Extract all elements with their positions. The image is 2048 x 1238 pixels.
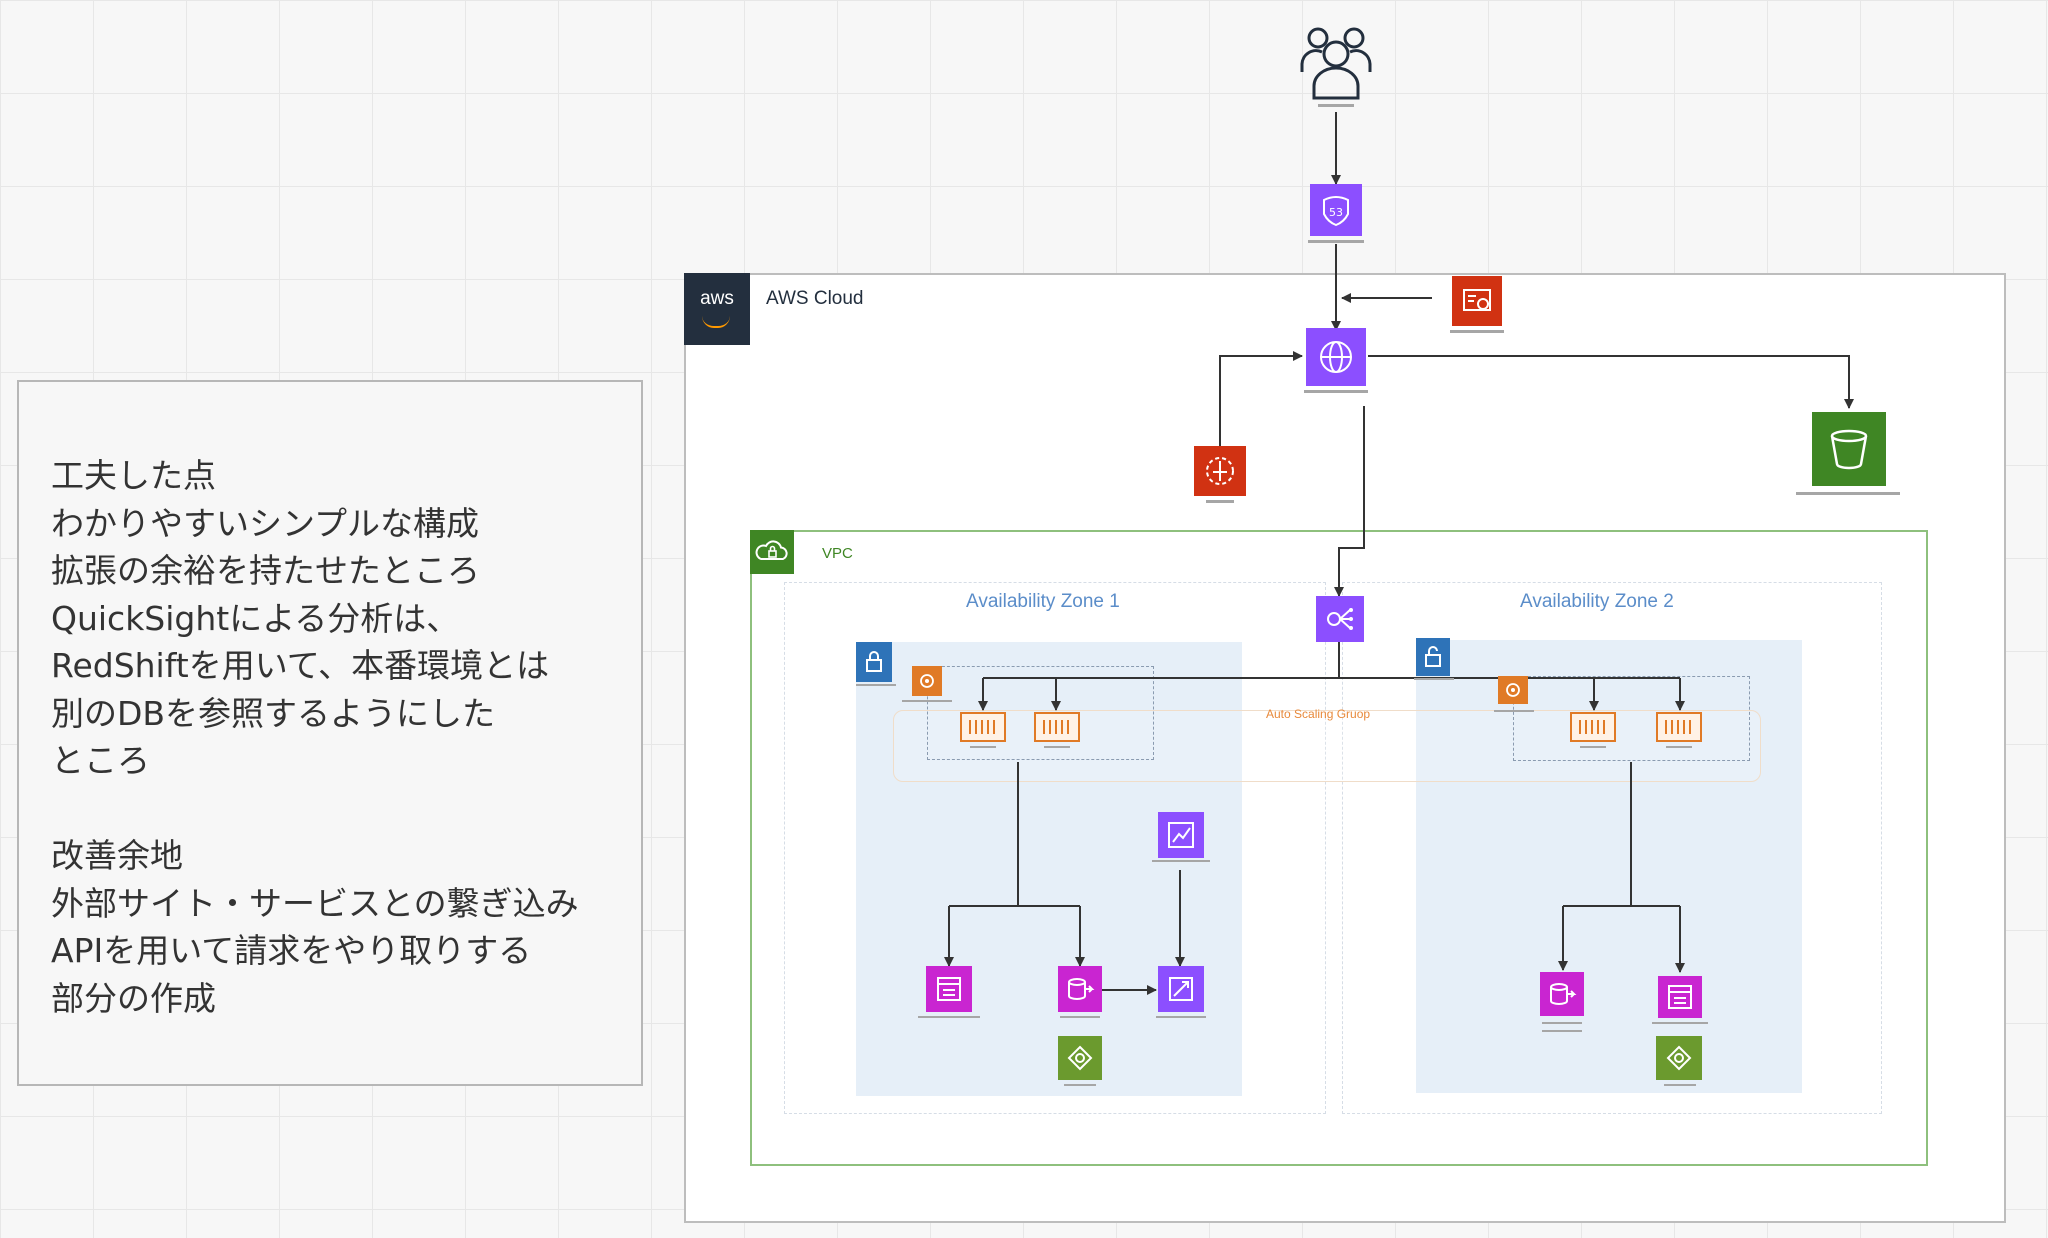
auto-scaling-underline — [902, 700, 952, 702]
s3-underline — [1796, 492, 1900, 495]
rds-proxy-underline — [1542, 1022, 1582, 1024]
asg-target-az2 — [1513, 676, 1750, 761]
cloudfront-underline — [1304, 390, 1368, 393]
note-line: わかりやすいシンプルな構成 — [51, 503, 480, 543]
note-line: 部分の作成 — [51, 978, 216, 1018]
ec2-icon — [960, 712, 1006, 742]
svg-text:53: 53 — [1329, 206, 1343, 219]
az2-label: Availability Zone 2 — [1520, 591, 1674, 612]
private-subnet-lock-icon — [856, 642, 892, 682]
ec2-icon — [1570, 712, 1616, 742]
auto-scaling-icon — [1498, 676, 1528, 704]
rds-underline — [1652, 1022, 1708, 1024]
ec2-icon — [1656, 712, 1702, 742]
rds-icon — [926, 966, 972, 1012]
public-subnet-underline — [1414, 678, 1454, 680]
ec2-underline — [1044, 746, 1070, 748]
certificate-manager-icon — [1452, 276, 1502, 326]
note-line: APIを用いて請求をやり取りする — [51, 931, 532, 970]
auto-scaling-icon — [912, 666, 942, 696]
ec2-icon — [1034, 712, 1080, 742]
rds-proxy-underline — [1060, 1016, 1100, 1018]
notes-text: 工夫した点 わかりやすいシンプルな構成 拡張の余裕を持たせたところ QuickS… — [51, 452, 579, 1022]
private-subnet-underline — [856, 684, 896, 686]
route53-icon: 53 — [1310, 184, 1362, 236]
note-line: 改善余地 — [51, 836, 183, 875]
public-subnet-icon — [1416, 638, 1450, 676]
waf-icon — [1194, 446, 1246, 496]
redshift-icon — [1158, 966, 1204, 1012]
load-balancer-icon — [1316, 596, 1364, 642]
note-line: QuickSightによる分析は、 — [51, 598, 460, 638]
quicksight-icon — [1158, 812, 1204, 858]
ec2-underline — [1580, 746, 1606, 748]
acm-underline — [1450, 330, 1504, 333]
note-line: 拡張の余裕を持たせたところ — [51, 551, 480, 590]
aws-smile-mark — [702, 316, 730, 328]
availability-zone-1 — [784, 582, 1326, 1114]
vpc-group — [750, 530, 1928, 1166]
rds-proxy-icon — [1540, 972, 1584, 1016]
redshift-underline — [1156, 1016, 1206, 1018]
note-line: 外部サイト・サービスとの繋ぎ込み — [51, 883, 579, 923]
vpc-label: VPC — [822, 545, 853, 562]
users-icon — [1292, 22, 1380, 100]
notes-box: 工夫した点 わかりやすいシンプルな構成 拡張の余裕を持たせたところ QuickS… — [17, 380, 643, 1086]
note-line: 別のDBを参照するようにした — [51, 693, 496, 733]
rds-proxy-underline — [1542, 1030, 1582, 1032]
rds-underline — [918, 1016, 980, 1018]
aws-cloud-label: AWS Cloud — [766, 288, 864, 309]
route53-underline — [1308, 240, 1364, 243]
note-line: RedShiftを用いて、本番環境とは — [51, 646, 550, 685]
elasticache-icon — [1656, 1036, 1702, 1080]
note-line: ところ — [51, 741, 150, 780]
ec2-underline — [970, 746, 996, 748]
quicksight-underline — [1152, 860, 1210, 862]
elasticache-underline — [1064, 1084, 1096, 1086]
auto-scaling-underline — [1494, 710, 1534, 712]
aws-logo: aws — [684, 273, 750, 345]
note-line: 工夫した点 — [51, 456, 216, 495]
asg-target-az1 — [927, 666, 1154, 760]
auto-scaling-group-label: Auto Scaling Gruop — [1266, 707, 1371, 721]
s3-bucket-icon — [1812, 412, 1886, 486]
az1-label: Availability Zone 1 — [966, 591, 1120, 612]
availability-zone-2 — [1342, 582, 1882, 1114]
aws-logo-text: aws — [700, 288, 734, 309]
elasticache-underline — [1664, 1084, 1696, 1086]
vpc-cloud-icon — [750, 530, 794, 574]
waf-underline — [1206, 500, 1234, 503]
rds-proxy-icon — [1058, 966, 1102, 1012]
cloudfront-icon — [1306, 328, 1366, 386]
users-underline — [1318, 104, 1354, 107]
rds-icon — [1658, 976, 1702, 1018]
ec2-underline — [1666, 746, 1692, 748]
elasticache-icon — [1058, 1036, 1102, 1080]
